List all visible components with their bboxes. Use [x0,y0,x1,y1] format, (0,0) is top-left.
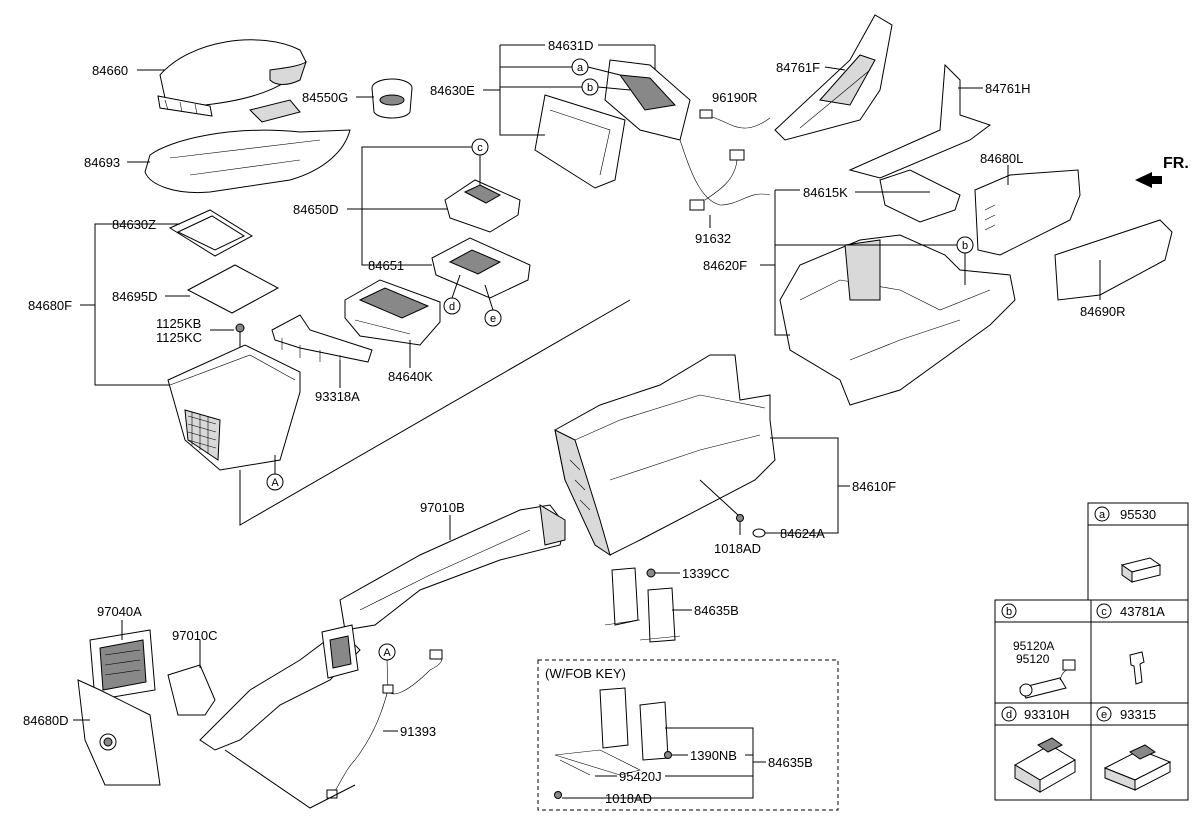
legend-d-part: 93310H [1024,707,1070,722]
label-97010B: 97010B [420,500,465,515]
upper-storage-part [534,59,691,189]
circle-A-2: A [383,647,391,659]
legend-e-key: e [1101,709,1107,721]
label-84660: 84660 [92,63,128,78]
shift-bezel-upper-part [444,179,521,233]
usb-cable-part [699,109,771,129]
label-1125KC: 1125KC [156,330,202,345]
floor-console-part [779,169,1016,406]
side-trim-left-part [774,14,893,141]
legend-a-key: a [1099,509,1106,521]
label-84630E: 84630E [430,83,475,98]
label-84690R: 84690R [1080,304,1126,319]
label-84635B: 84635B [694,603,739,618]
label-1018AD-fob: 1018AD [605,791,652,806]
label-84640K: 84640K [388,369,433,384]
label-84631D: 84631D [548,38,594,53]
circle-c-1: c [477,142,483,154]
side-trim-right-part [848,63,992,179]
vent-part [89,629,156,701]
fob-key-box [537,659,839,811]
label-84615K: 84615K [803,185,848,200]
mat-part [186,264,280,314]
storage-box-part [167,344,301,471]
fob-bracket-part [554,687,672,799]
circle-A-1: A [271,477,279,489]
label-91393: 91393 [400,724,436,739]
label-84620F: 84620F [703,258,747,273]
label-1125KB: 1125KB [156,316,201,331]
circle-e-1: e [490,313,496,325]
label-97040A: 97040A [97,604,142,619]
switch-95530-icon [1120,557,1162,583]
cup-insert-part [371,78,413,119]
legend-c-key: c [1101,606,1107,618]
lower-duct-part [167,624,361,751]
circle-b-2: b [962,240,968,252]
label-84761H: 84761H [985,81,1031,96]
label-84635B-fob: 84635B [768,755,813,770]
fob-key-title: (W/FOB KEY) [545,666,626,681]
label-95420J: 95420J [619,769,662,784]
legend-c-part: 43781A [1120,604,1165,619]
switch-93315-icon [1103,744,1172,791]
side-cover-part [1054,219,1173,301]
legend-b-part1: 95120A [1013,639,1054,653]
circle-a-1: a [577,62,584,74]
air-duct-part [339,504,566,631]
legend-b-key: b [1006,606,1012,618]
switch-housing-part [344,279,441,346]
label-97010C: 97010C [172,628,218,643]
label-84651: 84651 [368,258,404,273]
rear-panel-part [974,169,1081,256]
console-bezel-part [144,99,351,194]
harness-part [679,139,771,211]
armrest-cover-part [157,39,307,117]
bracket-part [271,314,373,366]
label-84680D: 84680D [23,713,69,728]
circle-d-1: d [449,301,455,313]
label-93318A: 93318A [315,389,360,404]
switch-93310H-icon [1014,737,1076,793]
label-1339CC: 1339CC [682,566,730,581]
label-84693: 84693 [84,155,120,170]
clip-43781A-icon [1129,651,1145,685]
legend-d-key: d [1006,709,1012,721]
legend-b-part2: 95120 [1016,652,1050,666]
label-84550G: 84550G [302,90,348,105]
label-1390NB: 1390NB [690,748,737,763]
tray-part [168,209,253,257]
screw-part [736,514,744,535]
label-84680L: 84680L [980,151,1023,166]
front-arrow-icon [1135,172,1162,188]
front-label: FR. [1163,155,1189,172]
legend-a-part: 95530 [1120,507,1156,522]
label-84624A: 84624A [780,526,825,541]
label-91632: 91632 [695,231,731,246]
circle-b-1: b [587,82,593,94]
bracket-pair-part [604,567,681,643]
label-84695D: 84695D [112,289,158,304]
label-84650D: 84650D [293,202,339,217]
socket-95120-icon [1019,659,1076,699]
lower-panel-part [77,679,161,786]
legend-e-part: 93315 [1120,707,1156,722]
label-96190R: 96190R [712,90,758,105]
shift-bezel-lower-part [431,237,531,299]
label-84761F: 84761F [776,60,820,75]
main-console-part [554,354,776,557]
label-1018AD: 1018AD [714,541,761,556]
label-84610F: 84610F [852,479,896,494]
sub-harness-part [326,649,443,799]
legend-table [994,502,1189,801]
label-84680F: 84680F [28,298,72,313]
